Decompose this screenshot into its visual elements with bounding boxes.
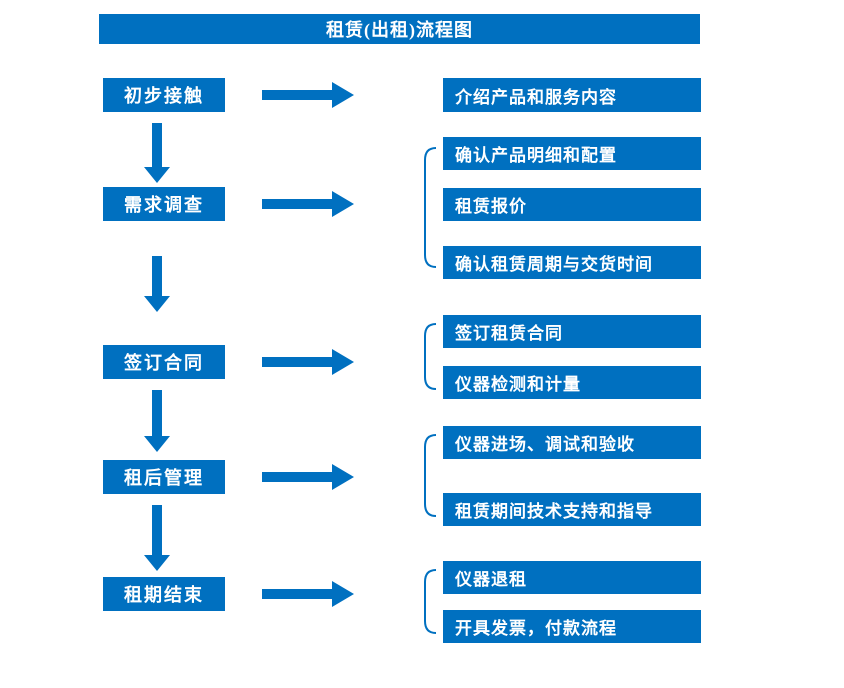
arrow-right-icon xyxy=(262,191,354,217)
detail-box: 仪器退租 xyxy=(443,561,701,594)
arrow-right-icon xyxy=(262,349,354,375)
arrow-down-icon xyxy=(144,390,170,452)
group-bracket-icon xyxy=(424,147,437,268)
group-bracket-icon xyxy=(424,434,437,517)
detail-box: 确认租赁周期与交货时间 xyxy=(443,246,701,279)
arrow-down-icon xyxy=(144,256,170,312)
page-title: 租赁(出租)流程图 xyxy=(99,14,700,44)
arrow-right-icon xyxy=(262,82,354,108)
arrow-right-icon xyxy=(262,581,354,607)
detail-box: 开具发票，付款流程 xyxy=(443,610,701,643)
arrow-right-icon xyxy=(262,464,354,490)
detail-box: 仪器进场、调试和验收 xyxy=(443,426,701,459)
arrow-down-icon xyxy=(144,123,170,183)
step-box-post-rental-management: 租后管理 xyxy=(103,460,225,494)
group-bracket-icon xyxy=(424,569,437,634)
arrow-down-icon xyxy=(144,505,170,571)
step-box-rental-end: 租期结束 xyxy=(103,577,225,611)
step-box-demand-survey: 需求调查 xyxy=(103,187,225,221)
detail-box: 介绍产品和服务内容 xyxy=(443,78,701,112)
detail-box: 租赁期间技术支持和指导 xyxy=(443,493,701,526)
detail-box: 确认产品明细和配置 xyxy=(443,137,701,170)
step-box-initial-contact: 初步接触 xyxy=(103,78,225,112)
detail-box: 仪器检测和计量 xyxy=(443,366,701,399)
step-box-sign-contract: 签订合同 xyxy=(103,345,225,379)
detail-box: 租赁报价 xyxy=(443,188,701,221)
detail-box: 签订租赁合同 xyxy=(443,315,701,348)
group-bracket-icon xyxy=(424,323,437,390)
